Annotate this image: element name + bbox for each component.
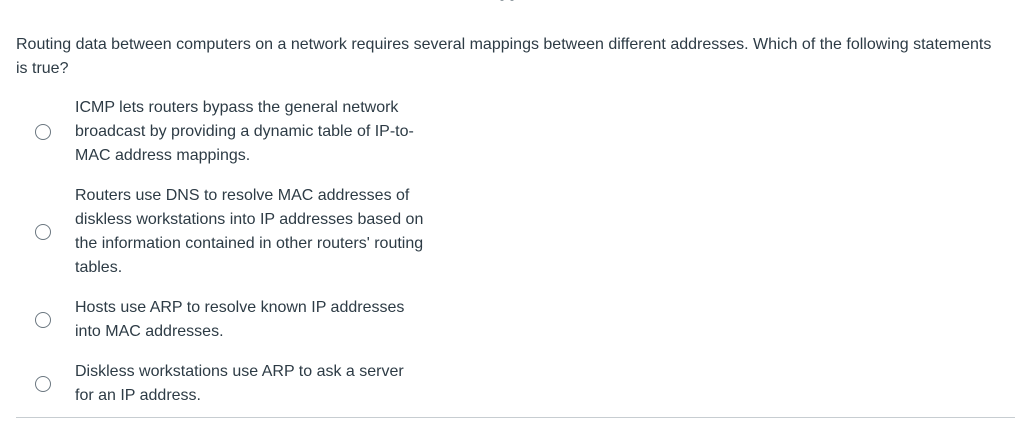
dot xyxy=(510,0,514,1)
answer-option-3[interactable]: Hosts use ARP to resolve known IP addres… xyxy=(0,294,1015,346)
loading-dots xyxy=(500,0,514,1)
answer-label[interactable]: Diskless workstations use ARP to ask a s… xyxy=(75,363,404,404)
radio-unchecked-icon[interactable] xyxy=(35,224,51,240)
answer-option-4[interactable]: Diskless workstations use ARP to ask a s… xyxy=(0,358,1015,410)
answer-label[interactable]: ICMP lets routers bypass the general net… xyxy=(75,99,414,164)
divider xyxy=(16,417,1015,418)
radio-unchecked-icon[interactable] xyxy=(35,376,51,392)
radio-unchecked-icon[interactable] xyxy=(35,312,51,328)
question-text: Routing data between computers on a netw… xyxy=(16,36,992,77)
answer-option-1[interactable]: ICMP lets routers bypass the general net… xyxy=(0,94,1015,170)
answer-label[interactable]: Hosts use ARP to resolve known IP addres… xyxy=(75,299,405,340)
answer-option-2[interactable]: Routers use DNS to resolve MAC addresses… xyxy=(0,182,1015,282)
dot xyxy=(500,0,504,1)
radio-unchecked-icon[interactable] xyxy=(35,124,51,140)
answer-label[interactable]: Routers use DNS to resolve MAC addresses… xyxy=(75,187,424,276)
